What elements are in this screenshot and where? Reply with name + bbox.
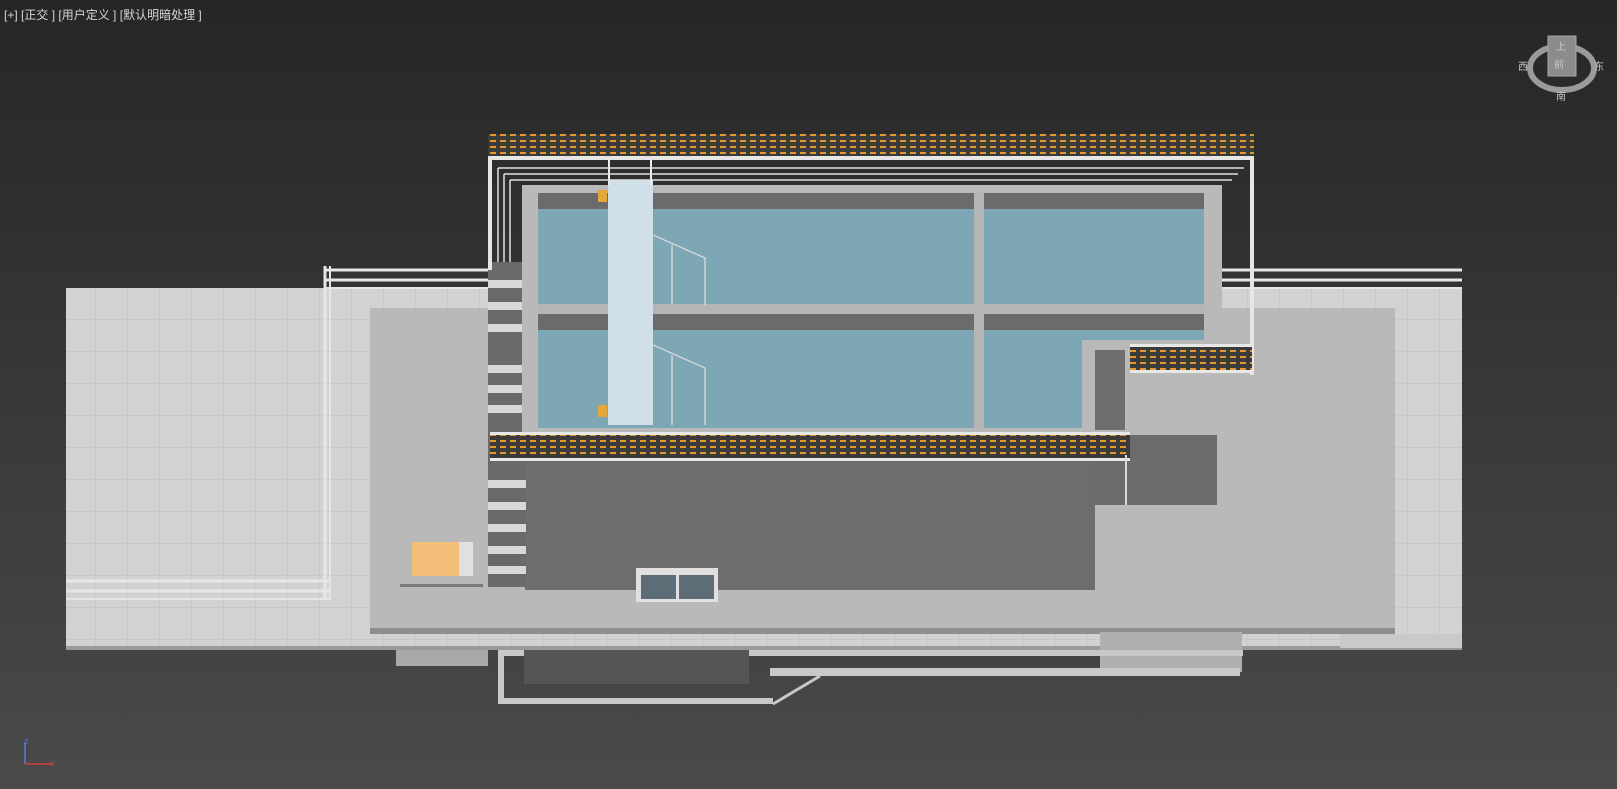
viewcube-south-label[interactable]: 南 <box>1556 92 1566 103</box>
axis-tripod: z x <box>18 736 68 770</box>
shading-menu[interactable]: [默认明暗处理 ] <box>119 8 202 22</box>
viewcube-east-label[interactable]: 东 <box>1594 62 1604 73</box>
viewport-label: [+] [正交 ] [用户定义 ] [默认明暗处理 ] <box>4 6 202 23</box>
viewcube-front-label[interactable]: 前 <box>1554 60 1564 71</box>
viewcube[interactable]: 上 前 西 东 南 <box>1518 30 1604 103</box>
axis-tripod-icon <box>24 742 52 765</box>
window-unit <box>636 568 718 602</box>
orange-object <box>412 542 459 576</box>
left-railing <box>66 266 1462 600</box>
axis-z-label: z <box>24 736 29 746</box>
viewcube-west-label[interactable]: 西 <box>1518 62 1528 73</box>
stair-column <box>488 262 526 587</box>
balcony-railing <box>490 344 1252 505</box>
foundation <box>396 632 1462 706</box>
axis-x-label: x <box>50 758 55 768</box>
view-type-menu[interactable]: [正交 ] <box>21 8 56 22</box>
viewport-menu-plus[interactable]: [+] <box>4 8 18 22</box>
viewcube-top-label[interactable]: 上 <box>1556 42 1566 53</box>
roof-edge <box>488 134 1254 375</box>
building-base <box>525 455 1095 590</box>
viewcube-ring-icon <box>1527 35 1597 93</box>
view-custom-menu[interactable]: [用户定义 ] <box>58 8 117 22</box>
